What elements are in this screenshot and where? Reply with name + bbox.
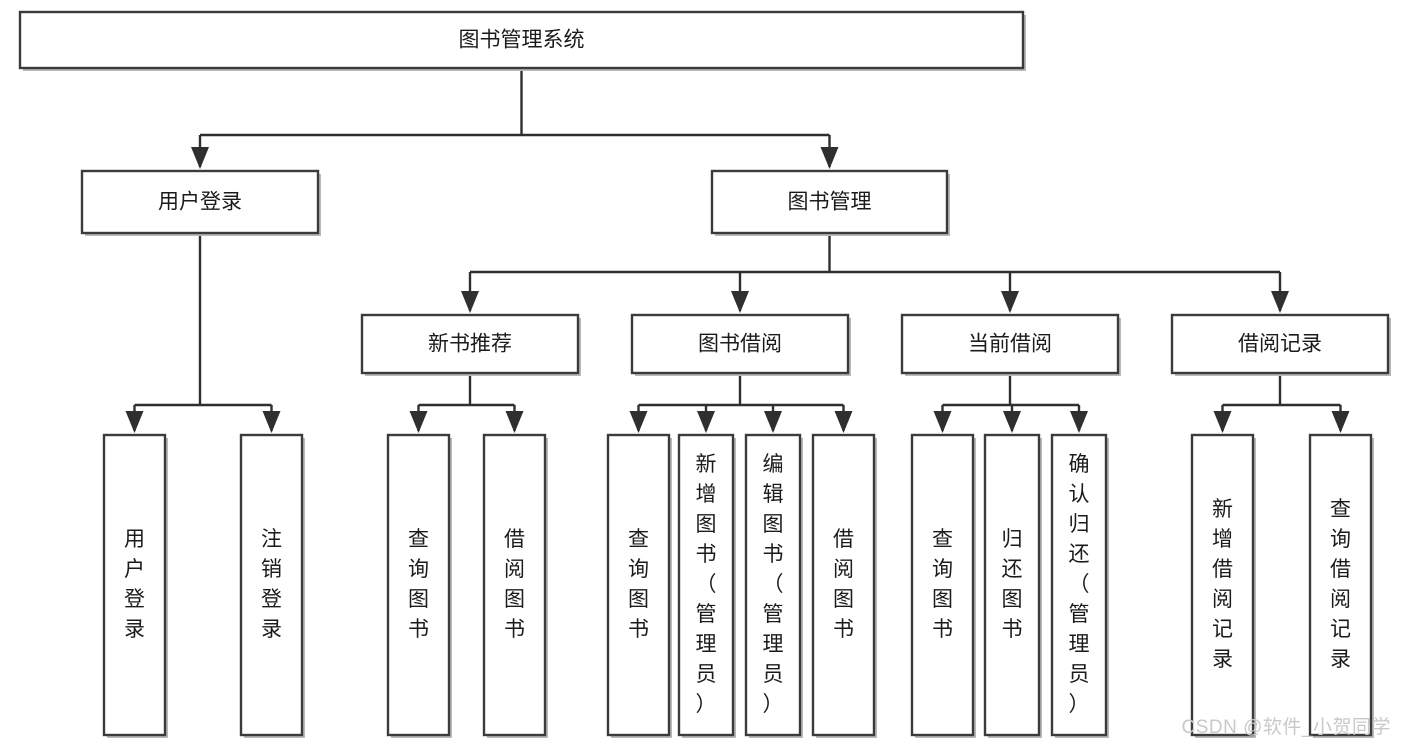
node-label: 借阅图书 — [833, 528, 854, 641]
arrow-head-icon — [820, 147, 839, 169]
arrow-head-icon — [262, 411, 281, 433]
node-leaf-borrow-book[interactable]: 借阅图书 — [811, 433, 877, 738]
node-leaf-user-logout[interactable]: 注销登录 — [239, 433, 305, 738]
node-book-manage[interactable]: 图书管理 — [710, 169, 950, 236]
arrow-head-icon — [125, 411, 144, 433]
arrow-head-icon — [1271, 291, 1289, 313]
arrow-head-icon — [191, 147, 209, 169]
node-label: 图书管理 — [788, 191, 872, 214]
node-book-borrow[interactable]: 图书借阅 — [630, 313, 851, 376]
node-rect[interactable] — [1308, 433, 1373, 737]
csdn-watermark: CSDN @软件_小贺同学 — [1181, 717, 1391, 738]
node-rect[interactable] — [239, 433, 304, 737]
node-label: 新增图书（管理员） — [696, 453, 717, 716]
node-rect[interactable] — [18, 10, 1025, 70]
node-rect[interactable] — [811, 433, 876, 737]
node-rect[interactable] — [983, 433, 1041, 737]
node-leaf-borrow-book-rec[interactable]: 借阅图书 — [482, 433, 548, 738]
node-rect[interactable] — [606, 433, 671, 737]
arrow-head-icon — [731, 291, 749, 313]
arrow-head-icon — [834, 411, 853, 433]
node-rect[interactable] — [80, 169, 320, 235]
connector-layer — [125, 68, 1350, 433]
node-leaf-query-book-borrow[interactable]: 查询图书 — [606, 433, 672, 738]
node-leaf-confirm-return[interactable]: 确认归还（管理员） — [1050, 433, 1109, 738]
node-layer: 图书管理系统用户登录图书管理新书推荐图书借阅当前借阅借阅记录用户登录注销登录查询… — [18, 10, 1391, 738]
node-label: 用户登录 — [158, 191, 242, 214]
node-rect[interactable] — [386, 433, 451, 737]
node-rect[interactable] — [677, 433, 735, 737]
node-leaf-add-book-admin[interactable]: 新增图书（管理员） — [677, 433, 736, 738]
node-rect[interactable] — [910, 433, 975, 737]
arrow-head-icon — [409, 411, 428, 433]
arrow-head-icon — [764, 411, 782, 433]
node-label: 查询图书 — [408, 528, 429, 641]
arrow-head-icon — [933, 411, 952, 433]
arrow-head-icon — [1331, 411, 1350, 433]
arrow-head-icon — [1001, 291, 1019, 313]
arrow-head-icon — [1213, 411, 1232, 433]
node-leaf-query-borrow-record[interactable]: 查询借阅记录 — [1308, 433, 1374, 738]
node-label: 确认归还（管理员） — [1069, 453, 1090, 716]
arrow-head-icon — [629, 411, 648, 433]
node-new-book-recommend[interactable]: 新书推荐 — [360, 313, 581, 376]
node-label: 用户登录 — [124, 528, 145, 641]
node-leaf-return-book[interactable]: 归还图书 — [983, 433, 1042, 738]
node-label: 新书推荐 — [428, 333, 512, 356]
node-label: 借阅记录 — [1238, 333, 1322, 356]
node-rect[interactable] — [710, 169, 949, 235]
node-rect[interactable] — [630, 313, 850, 375]
node-label: 归还图书 — [1002, 528, 1023, 641]
node-label: 借阅图书 — [504, 528, 525, 641]
arrow-head-icon — [505, 411, 524, 433]
node-leaf-add-borrow-record[interactable]: 新增借阅记录 — [1190, 433, 1256, 738]
node-borrow-record[interactable]: 借阅记录 — [1170, 313, 1391, 376]
node-label: 图书管理系统 — [459, 29, 585, 52]
node-rect[interactable] — [1050, 433, 1108, 737]
node-rect[interactable] — [1190, 433, 1255, 737]
node-label: 图书借阅 — [698, 333, 782, 356]
node-leaf-query-book-rec[interactable]: 查询图书 — [386, 433, 452, 738]
node-rect[interactable] — [482, 433, 547, 737]
node-label: 查询图书 — [628, 528, 649, 641]
arrow-head-icon — [461, 291, 479, 313]
node-rect[interactable] — [900, 313, 1120, 375]
node-label: 查询借阅记录 — [1330, 498, 1351, 671]
node-label: 编辑图书（管理员） — [763, 453, 784, 716]
node-user-login[interactable]: 用户登录 — [80, 169, 321, 236]
arrow-head-icon — [697, 411, 715, 433]
node-rect[interactable] — [102, 433, 167, 737]
node-rect[interactable] — [1170, 313, 1390, 375]
node-rect[interactable] — [744, 433, 802, 737]
node-label: 查询图书 — [932, 528, 953, 641]
arrow-head-icon — [1003, 411, 1021, 433]
node-label: 新增借阅记录 — [1212, 498, 1233, 671]
node-label: 注销登录 — [261, 528, 282, 641]
node-leaf-query-book-current[interactable]: 查询图书 — [910, 433, 976, 738]
node-leaf-user-login[interactable]: 用户登录 — [102, 433, 168, 738]
node-label: 当前借阅 — [968, 333, 1052, 356]
node-rect[interactable] — [360, 313, 580, 375]
node-current-borrow[interactable]: 当前借阅 — [900, 313, 1121, 376]
node-leaf-edit-book-admin[interactable]: 编辑图书（管理员） — [744, 433, 803, 738]
node-root[interactable]: 图书管理系统 — [18, 10, 1026, 71]
arrow-head-icon — [1070, 411, 1088, 433]
